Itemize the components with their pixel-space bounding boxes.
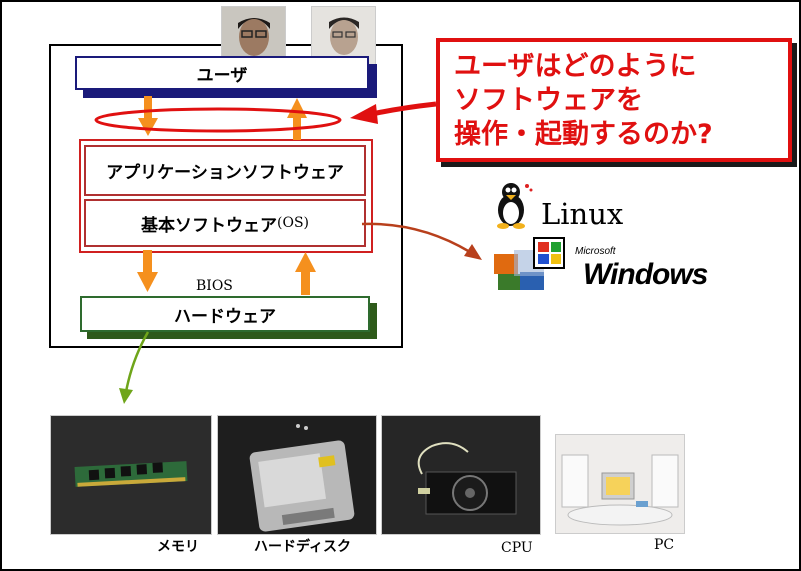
callout-line-1: ユーザはどのように <box>454 51 697 82</box>
linux-label: Linux <box>541 197 624 231</box>
pc-photo <box>555 434 685 534</box>
callout-text: ユーザはどのように ソフトウェアを 操作・起動するのか? <box>454 50 713 152</box>
user-up-arrow-icon <box>287 98 307 140</box>
software-group-box <box>79 139 373 253</box>
memory-module-icon <box>51 416 211 534</box>
hardware-examples-arrow-icon <box>119 331 150 404</box>
tux-penguin-icon <box>497 183 533 229</box>
memory-photo <box>50 415 212 535</box>
callout-line-2: ソフトウェアを <box>454 85 643 116</box>
bios-label: BIOS <box>196 278 233 294</box>
cpu-fan-icon <box>382 416 540 534</box>
callout-line-3: 操作・起動するのか? <box>454 119 713 150</box>
windows-flag-icon <box>494 237 565 290</box>
application-layer: アプリケーションソフトウェア <box>84 145 366 196</box>
hard-disk-caption: ハードディスク <box>254 539 352 555</box>
os-layer-label: 基本ソフトウェア <box>141 215 277 236</box>
callout-pointer-arrow-icon <box>350 101 437 124</box>
windows-label: Windows <box>583 258 708 291</box>
hard-disk-icon <box>218 416 376 534</box>
pc-caption: PC <box>654 537 675 553</box>
user-down-arrow-icon <box>138 96 158 136</box>
cpu-photo <box>381 415 541 535</box>
hardware-layer-label: ハードウェア <box>174 306 276 327</box>
memory-caption: メモリ <box>157 539 199 555</box>
interface-ellipse <box>94 107 342 133</box>
os-examples-arrow-icon <box>361 222 482 260</box>
microsoft-label: Microsoft <box>575 246 616 257</box>
question-callout: ユーザはどのように ソフトウェアを 操作・起動するのか? <box>436 38 792 162</box>
hardware-layer: ハードウェア <box>80 296 370 332</box>
os-layer-suffix: (OS) <box>277 215 309 231</box>
os-down-arrow-icon <box>137 250 158 292</box>
hard-disk-photo <box>217 415 377 535</box>
cpu-caption: CPU <box>501 540 533 556</box>
desktop-pc-icon <box>556 435 684 533</box>
hardware-up-arrow-icon <box>295 252 316 295</box>
user-layer-label: ユーザ <box>196 65 248 86</box>
application-layer-label: アプリケーションソフトウェア <box>106 163 344 183</box>
user-layer: ユーザ <box>75 56 369 90</box>
